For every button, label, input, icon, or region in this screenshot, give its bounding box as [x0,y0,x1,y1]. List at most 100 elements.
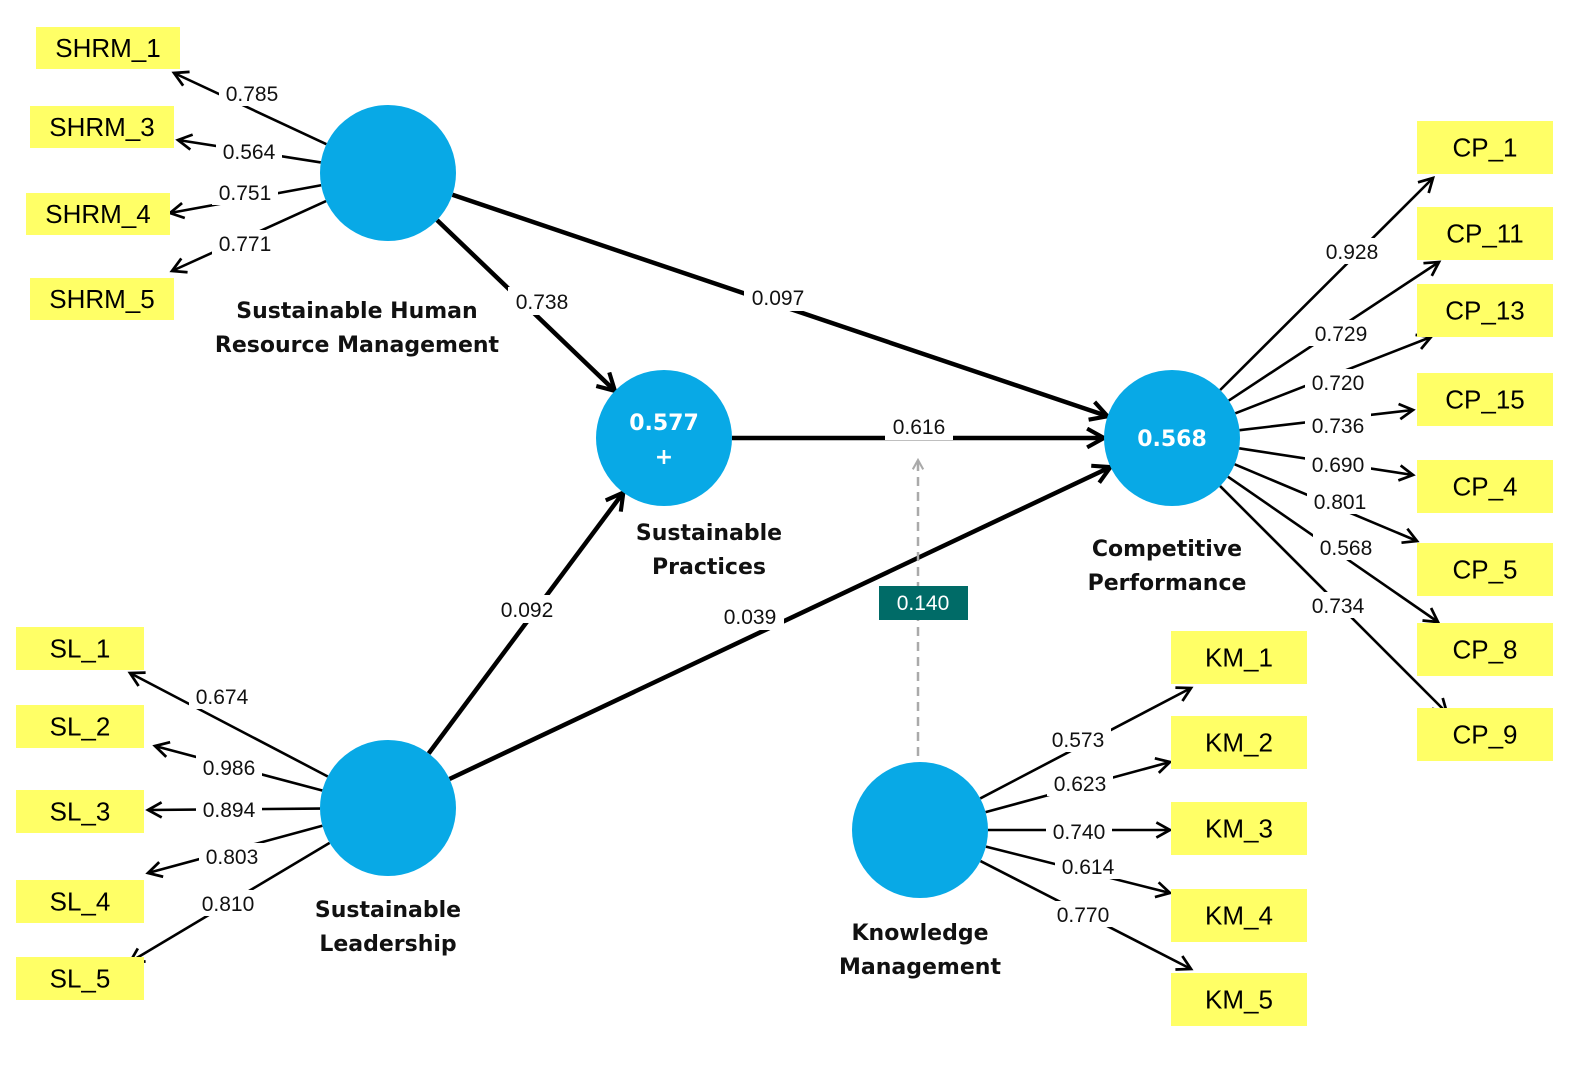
indicator-km-5[interactable]: KM_5 [1171,973,1307,1026]
construct-circle [320,105,456,241]
indicator-box [1417,623,1553,676]
path-coefficient-bg [744,283,812,311]
construct-circle [320,740,456,876]
r-squared-value: 0.568 [1137,427,1207,452]
indicator-label: CP_11 [1446,219,1524,249]
indicator-cp-1[interactable]: CP_1 [1417,121,1553,174]
path-coefficient-sp-cp: 0.616 [893,416,946,439]
loading-arrow-shrm-1 [171,70,327,146]
indicator-box [16,880,144,923]
indicator-cp-8[interactable]: CP_8 [1417,623,1553,676]
loading-value-cp-15: 0.736 [1312,415,1365,438]
loading-label-bg [1050,901,1116,927]
construct-name-line: Management [839,955,1001,980]
loading-value-cp-1: 0.928 [1326,241,1379,264]
loading-label-bg [1305,369,1371,395]
loading-arrow-cp-1 [1219,176,1435,391]
loading-value-km-2: 0.623 [1054,773,1107,796]
indicator-cp-13[interactable]: CP_13 [1417,284,1553,337]
construct-name-line: Sustainable [315,898,461,923]
path-coefficient-shrm-sp: 0.738 [516,291,569,314]
indicator-box [16,957,144,1000]
indicator-cp-9[interactable]: CP_9 [1417,708,1553,761]
loading-value-sl-4: 0.803 [206,846,259,869]
construct-circle [852,762,988,898]
indicator-label: SHRM_3 [49,112,154,142]
loading-value-sl-1: 0.674 [196,686,249,709]
indicator-box [1171,889,1307,942]
indicator-label: CP_4 [1452,472,1517,502]
indicator-label: SL_2 [50,712,111,742]
indicator-cp-11[interactable]: CP_11 [1417,207,1553,260]
loading-label-bg [216,138,282,164]
loading-value-cp-5: 0.801 [1314,491,1367,514]
construct-name-line: Sustainable Human [236,299,477,324]
indicator-shrm-1[interactable]: SHRM_1 [36,27,180,69]
indicator-shrm-5[interactable]: SHRM_5 [30,278,174,320]
indicator-box [26,193,170,235]
construct-name-line: Sustainable [636,521,782,546]
indicator-box [16,790,144,833]
indicator-cp-5[interactable]: CP_5 [1417,543,1553,596]
construct-name-line: Leadership [319,932,456,957]
loading-value-km-1: 0.573 [1052,729,1105,752]
indicator-shrm-4[interactable]: SHRM_4 [26,193,170,235]
indicator-cp-4[interactable]: CP_4 [1417,460,1553,513]
loading-label-bg [1045,726,1111,752]
moderating-effect-coefficient: 0.140 [897,592,950,615]
indicator-box [1417,121,1553,174]
indicator-label: SL_5 [50,964,111,994]
indicator-label: CP_5 [1452,555,1517,585]
indicator-cp-15[interactable]: CP_15 [1417,373,1553,426]
loading-label-bg [196,796,262,822]
indicator-label: SL_4 [50,887,111,917]
loading-label-bg [1308,320,1374,346]
indicator-sl-4[interactable]: SL_4 [16,880,144,923]
indicator-label: SHRM_1 [55,33,160,63]
loading-label-bg [1046,818,1112,844]
indicator-box [1417,373,1553,426]
indicator-shrm-3[interactable]: SHRM_3 [30,106,174,148]
loading-value-km-3: 0.740 [1053,821,1106,844]
indicator-km-3[interactable]: KM_3 [1171,802,1307,855]
indicator-label: CP_1 [1452,133,1517,163]
indicator-sl-5[interactable]: SL_5 [16,957,144,1000]
loading-label-bg [1047,770,1113,796]
path-coefficient-bg [493,595,561,623]
indicator-sl-2[interactable]: SL_2 [16,705,144,748]
loading-label-bg [196,754,262,780]
loading-label-bg [1313,534,1379,560]
indicator-sl-1[interactable]: SL_1 [16,627,144,670]
loading-value-cp-11: 0.729 [1315,323,1368,346]
loading-label-bg [212,179,278,205]
indicator-km-1[interactable]: KM_1 [1171,631,1307,684]
path-coefficient-bg [508,287,576,315]
indicator-label: SHRM_4 [45,199,150,229]
indicator-label: KM_1 [1205,643,1273,673]
indicator-box [1171,802,1307,855]
loading-label-bg [1055,853,1121,879]
loading-value-cp-8: 0.568 [1320,537,1373,560]
indicator-label: SL_1 [50,634,111,664]
indicator-label: CP_13 [1445,296,1525,326]
indicator-box [30,278,174,320]
loading-value-shrm-1: 0.785 [226,83,279,106]
indicator-sl-3[interactable]: SL_3 [16,790,144,833]
loading-label-bg [1319,238,1385,264]
indicator-box [1417,207,1553,260]
indicator-km-2[interactable]: KM_2 [1171,716,1307,769]
indicator-box [1417,284,1553,337]
plus-icon: + [655,445,673,470]
nodes-layer: SHRM_1SHRM_3SHRM_4SHRM_5SL_1SL_2SL_3SL_4… [16,27,1553,1026]
loading-value-sl-5: 0.810 [202,893,255,916]
indicator-km-4[interactable]: KM_4 [1171,889,1307,942]
loading-label-bg [1305,592,1371,618]
loading-label-bg [1307,488,1373,514]
loading-value-cp-4: 0.690 [1312,454,1365,477]
